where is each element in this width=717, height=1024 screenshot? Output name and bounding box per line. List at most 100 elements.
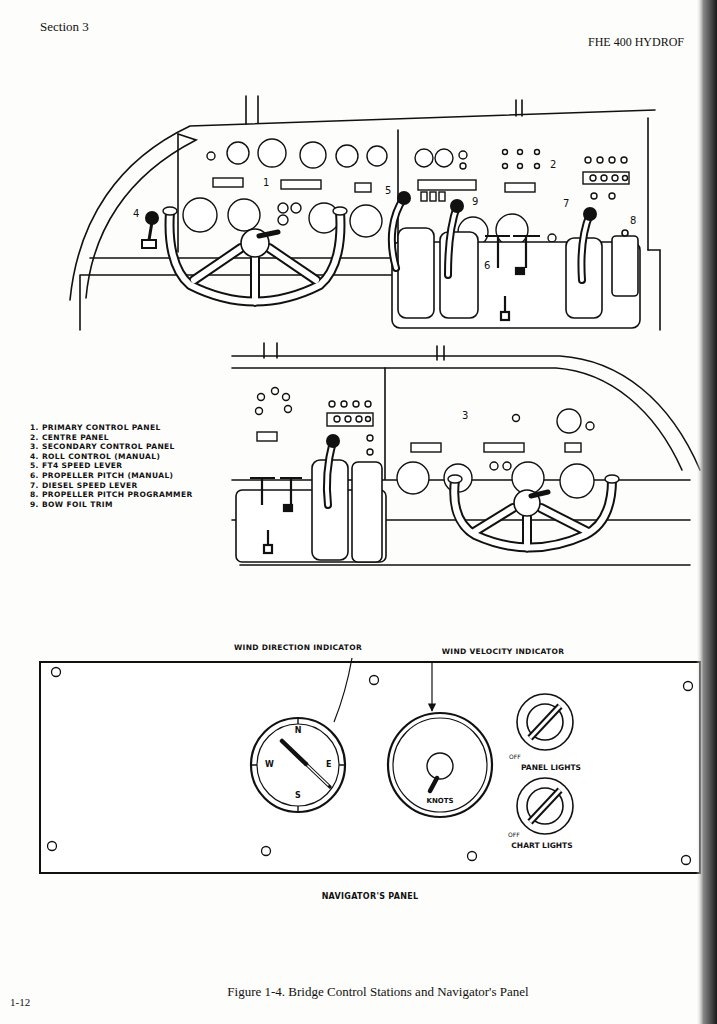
instrument-gauge	[621, 157, 627, 163]
instrument-gauge	[285, 406, 292, 413]
instrument-gauge	[535, 164, 540, 169]
key-entry: 4. ROLL CONTROL (MANUAL)	[30, 453, 160, 461]
compass-letter: S	[295, 792, 301, 800]
switch-label: PANEL LIGHTS	[521, 764, 581, 772]
instrument-gauge	[535, 150, 540, 155]
instrument-gauge	[365, 401, 371, 407]
light-switch-knob	[527, 704, 563, 740]
wind-direction-dial	[251, 718, 345, 812]
control-lever	[327, 441, 333, 505]
steering-yoke	[605, 475, 619, 483]
instrument-gauge	[503, 462, 511, 470]
instrument-gauge	[609, 157, 615, 163]
leader-line	[334, 658, 432, 722]
key-entry: 6. PROPELLER PITCH (MANUAL)	[30, 472, 173, 480]
page-number: 1-12	[10, 997, 30, 1008]
key-entry: 8. PROPELLER PITCH PROGRAMMER	[30, 491, 193, 499]
lever-pedestal	[398, 228, 434, 318]
document-header: FHE 400 HYDROF	[588, 36, 684, 48]
steering-yoke	[163, 207, 177, 215]
instrument-gauge	[430, 192, 436, 201]
lever-pedestal	[612, 236, 638, 296]
wind-velocity-dial	[393, 718, 487, 812]
instrument-gauge	[411, 443, 441, 452]
instrument-gauge	[623, 176, 628, 181]
secondary-console	[232, 368, 682, 470]
instrument-gauge	[503, 164, 508, 169]
pitch-t-handle	[264, 545, 272, 553]
instrument-gauge	[460, 163, 466, 169]
wind-direction-dial	[307, 765, 328, 785]
secondary-console	[232, 368, 690, 480]
instrument-gauge	[585, 157, 591, 163]
instrument-gauge	[512, 462, 544, 494]
switch-position: OFF	[509, 754, 521, 760]
roll-control-lever	[142, 212, 158, 248]
pitch-t-handle	[485, 236, 540, 320]
compass-letter: W	[265, 761, 274, 769]
navigator-panel	[40, 662, 700, 873]
steering-yoke	[454, 480, 612, 548]
wind-direction-dial	[251, 718, 345, 812]
light-switch-knob	[517, 778, 573, 834]
instrument-gauge	[435, 149, 453, 167]
panel-screw	[468, 852, 477, 861]
callout-number: 5	[385, 186, 391, 196]
indicator-label: WIND DIRECTION INDICATOR	[234, 644, 362, 652]
instrument-gauge	[356, 416, 362, 422]
pitch-t-handle	[250, 478, 302, 553]
instrument-gauge	[591, 193, 597, 199]
steering-yoke	[170, 212, 341, 302]
instrument-gauge	[183, 198, 217, 232]
pitch-t-handle	[504, 296, 506, 312]
instrument-gauge	[336, 145, 358, 167]
instrument-gauge	[329, 401, 335, 407]
instrument-gauge	[258, 139, 286, 167]
instrument-gauge	[341, 401, 347, 407]
callout-number: 7	[563, 199, 569, 209]
instrument-gauge	[367, 449, 373, 455]
instrument-gauge	[459, 151, 467, 159]
instrument-gauge	[415, 149, 433, 167]
key-entry: 9. BOW FOIL TRIM	[30, 501, 113, 509]
figure-caption: Figure 1-4. Bridge Control Stations and …	[227, 985, 528, 998]
instrument-gauge	[590, 175, 596, 181]
instrument-gauge	[278, 203, 288, 213]
instrument-gauge	[353, 401, 359, 407]
wind-velocity-dial	[388, 713, 492, 817]
instrument-gauge	[366, 417, 371, 422]
light-switch-knob	[517, 694, 573, 750]
instrument-gauge	[278, 215, 288, 225]
key-entry: 2. CENTRE PANEL	[30, 434, 109, 442]
instrument-gauge	[272, 388, 279, 395]
instrument-gauge	[548, 234, 556, 242]
control-lever	[392, 198, 590, 280]
panel-title: NAVIGATOR'S PANEL	[322, 893, 419, 901]
instrument-gauge	[560, 464, 594, 498]
wind-direction-dial	[257, 724, 339, 806]
key-entry: 3. SECONDARY CONTROL PANEL	[30, 443, 175, 451]
instrument-gauge	[583, 172, 629, 184]
key-entry: 5. FT4 SPEED LEVER	[30, 462, 123, 470]
wind-direction-dial	[282, 741, 306, 764]
light-switch-knob	[530, 706, 560, 738]
pitch-t-handle	[516, 268, 524, 274]
leader-line	[334, 658, 352, 722]
key-entry: 7. DIESEL SPEED LEVER	[30, 482, 138, 490]
binding-shadow	[696, 0, 717, 1024]
control-lever	[392, 198, 590, 280]
steering-yoke	[163, 207, 347, 302]
instrument-gauge	[565, 443, 581, 452]
light-switch-knob	[530, 790, 560, 822]
section-header: Section 3	[40, 20, 89, 33]
wind-velocity-dial	[430, 778, 437, 791]
compass-letter: E	[326, 761, 331, 769]
instrument-gauge	[503, 150, 508, 155]
control-lever	[392, 191, 597, 280]
pitch-t-handle	[284, 505, 292, 511]
instrument-gauge	[609, 193, 615, 199]
light-switch-knob	[530, 790, 560, 822]
callout-number: 8	[630, 216, 636, 226]
dial-unit: KNOTS	[426, 798, 453, 805]
panel-screw	[52, 668, 61, 677]
